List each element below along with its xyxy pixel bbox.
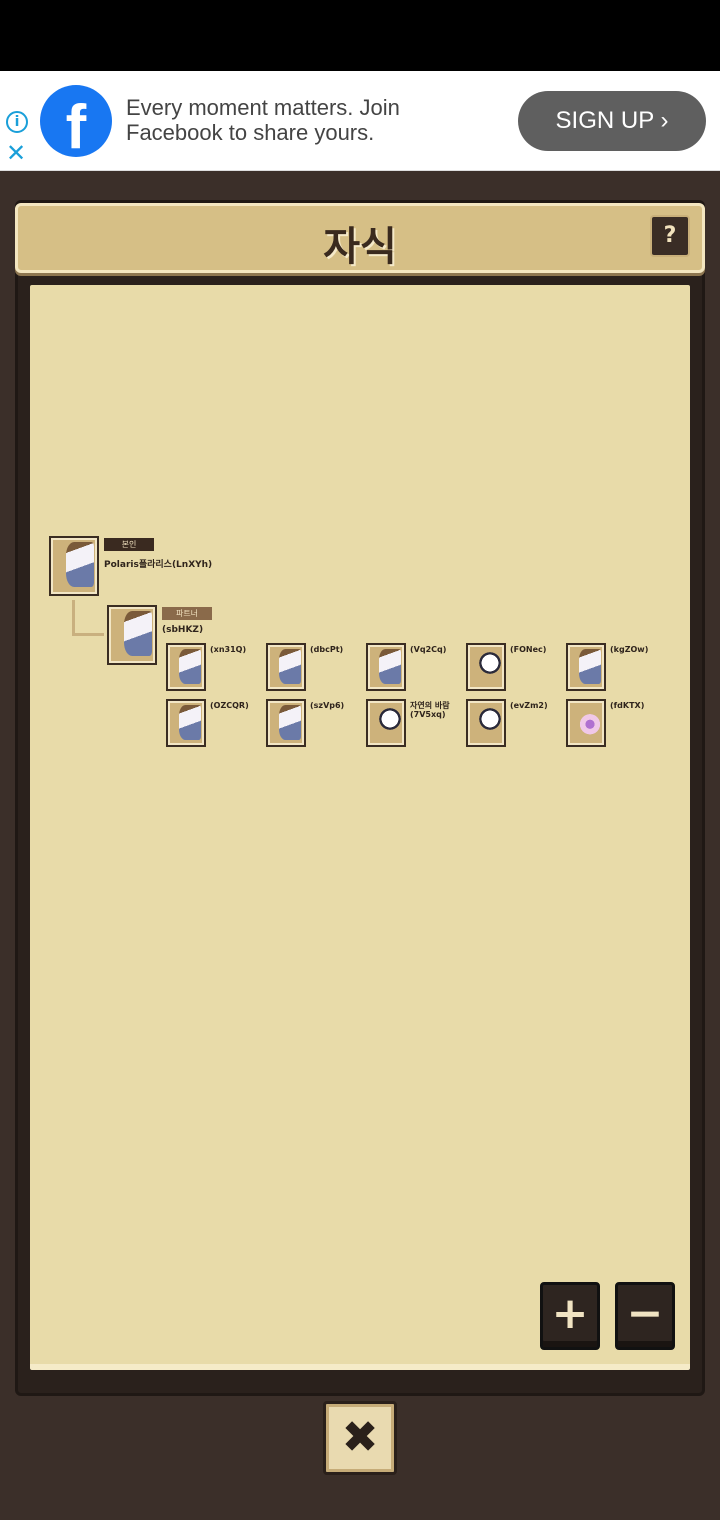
child-portrait[interactable] <box>566 699 606 747</box>
partner-tag: 파트너 <box>162 607 212 620</box>
child-portrait[interactable] <box>366 643 406 691</box>
ad-headline: Every moment matters. Join Facebook to s… <box>126 95 400 145</box>
child-name: (fdKTX) <box>610 701 645 710</box>
partner-name: (sbHKZ) <box>162 625 204 635</box>
child-portrait[interactable] <box>266 643 306 691</box>
page-title: 자식 <box>323 224 397 270</box>
child-portrait[interactable] <box>166 643 206 691</box>
self-tag: 본인 <box>104 538 154 551</box>
child-portrait[interactable] <box>466 643 506 691</box>
child-name: (Vq2Cq) <box>410 645 447 654</box>
child-name: (kgZOw) <box>610 645 649 654</box>
self-portrait[interactable] <box>49 536 99 596</box>
help-button[interactable]: ? <box>650 215 690 257</box>
child-name: (FONec) <box>510 645 547 654</box>
child-name: 자연의 바람(7V5xq) <box>410 701 450 719</box>
child-portrait[interactable] <box>366 699 406 747</box>
child-name: (evZm2) <box>510 701 548 710</box>
child-name: (dbcPt) <box>310 645 344 654</box>
family-tree-canvas[interactable] <box>30 285 690 1370</box>
self-name: Polaris폴라리스(LnXYh) <box>104 560 213 570</box>
child-name: (OZCQR) <box>210 701 249 710</box>
title-bar: 자식 <box>15 203 705 273</box>
zoom-out-button[interactable]: − <box>615 1282 675 1350</box>
status-bar <box>0 0 720 71</box>
ad-banner[interactable]: i ✕ f Every moment matters. Join Faceboo… <box>0 71 720 171</box>
ad-info-icon[interactable]: i <box>6 111 28 133</box>
sign-up-button[interactable]: SIGN UP › <box>518 91 706 151</box>
child-portrait[interactable] <box>566 643 606 691</box>
close-button[interactable]: ✖ <box>323 1401 397 1475</box>
facebook-logo-icon: f <box>40 85 112 157</box>
child-portrait[interactable] <box>466 699 506 747</box>
partner-portrait[interactable] <box>107 605 157 665</box>
child-portrait[interactable] <box>166 699 206 747</box>
ad-close-icon[interactable]: ✕ <box>6 139 27 167</box>
zoom-in-button[interactable]: + <box>540 1282 600 1350</box>
tree-connector <box>72 600 104 636</box>
child-name: (szVp6) <box>310 701 345 710</box>
child-portrait[interactable] <box>266 699 306 747</box>
child-name: (xn31Q) <box>210 645 247 654</box>
